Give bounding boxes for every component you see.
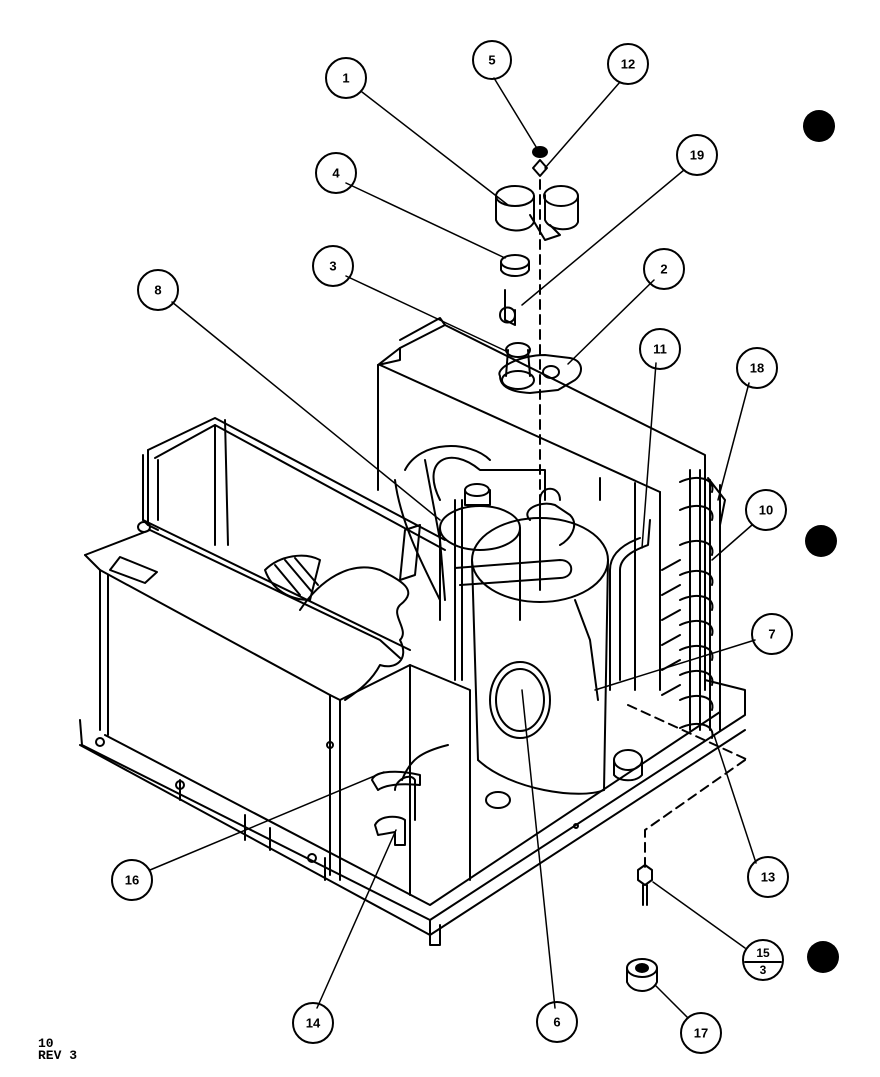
- thermostat-bulb: [501, 342, 535, 390]
- callout-1: 1: [325, 57, 367, 99]
- refrigerant-tubing: [394, 445, 651, 701]
- spring-nut: [500, 254, 530, 277]
- callout-15-denominator: 3: [760, 963, 767, 977]
- callout-6-label: 6: [553, 1015, 560, 1030]
- callout-2: 2: [643, 248, 685, 290]
- callout-7-label: 7: [768, 627, 775, 642]
- callout-15-3: 15 3: [742, 939, 784, 981]
- callout-14: 14: [292, 1002, 334, 1044]
- callout-10-label: 10: [759, 503, 773, 518]
- accumulator: [439, 483, 521, 621]
- callout-12: 12: [607, 43, 649, 85]
- callout-18-label: 18: [750, 361, 764, 376]
- callout-13-label: 13: [761, 870, 775, 885]
- callout-7: 7: [751, 613, 793, 655]
- callout-5: 5: [472, 40, 512, 80]
- callout-19-label: 19: [690, 148, 704, 163]
- evaporator-section: [137, 417, 446, 651]
- page-number: 10: [38, 1036, 54, 1051]
- screw-washer: [532, 146, 548, 177]
- punch-hole-middle: [805, 525, 837, 557]
- punch-hole-bottom: [807, 941, 839, 973]
- callout-3-label: 3: [329, 259, 336, 274]
- base-pan: [79, 679, 746, 946]
- leader-lines: [149, 77, 757, 1019]
- callout-14-label: 14: [306, 1016, 321, 1031]
- callout-15-label: 15: [756, 946, 770, 960]
- callout-1-label: 1: [342, 71, 349, 86]
- binder-holes: [803, 110, 839, 973]
- callout-4: 4: [315, 152, 357, 194]
- callout-17-label: 17: [694, 1026, 708, 1041]
- condenser-shroud: [377, 317, 706, 691]
- callout-17: 17: [680, 1012, 722, 1054]
- compressor: [471, 517, 643, 809]
- callout-8-label: 8: [154, 283, 161, 298]
- page-footer: 10 REV 3: [38, 1036, 78, 1063]
- grommet-foot: [626, 958, 658, 992]
- callout-5-label: 5: [488, 53, 495, 68]
- clip-bracket: [499, 289, 516, 326]
- callout-3: 3: [312, 245, 354, 287]
- front-housing: [84, 529, 471, 896]
- blower-fan: [264, 554, 321, 601]
- callout-12-label: 12: [621, 57, 635, 72]
- callout-10: 10: [745, 489, 787, 531]
- cutaway-edge: [299, 524, 421, 701]
- callout-16-label: 16: [125, 873, 139, 888]
- callout-6: 6: [536, 1001, 578, 1043]
- callout-18: 18: [736, 347, 778, 389]
- gasket-plate: [498, 354, 582, 394]
- callout-11-label: 11: [653, 342, 667, 357]
- callout-13: 13: [747, 856, 789, 898]
- mounting-screw: [637, 864, 653, 906]
- callout-11: 11: [639, 328, 681, 370]
- callout-2-label: 2: [660, 262, 667, 277]
- callout-8: 8: [137, 269, 179, 311]
- callout-4-label: 4: [332, 166, 340, 181]
- switch-assembly: [495, 185, 579, 241]
- punch-hole-top: [803, 110, 835, 142]
- revision-label: REV 3: [38, 1048, 78, 1063]
- assembly-centerline: [539, 179, 749, 871]
- callout-19: 19: [676, 134, 718, 176]
- condenser-coil: [661, 469, 726, 739]
- callout-16: 16: [111, 859, 153, 901]
